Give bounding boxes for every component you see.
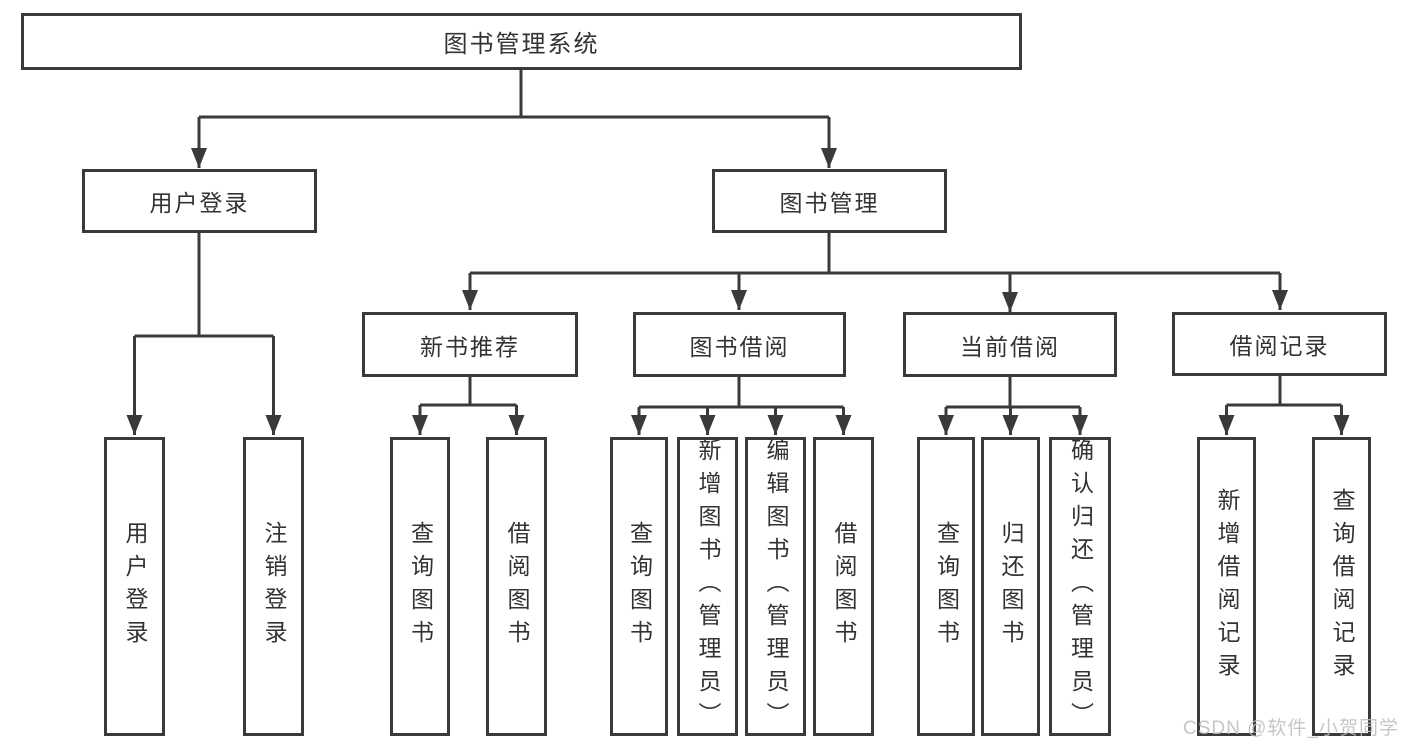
node-borrowing-records: 借阅记录: [1172, 312, 1387, 376]
leaf-current-confirm-return-admin: 确认归还（管理员）: [1049, 437, 1111, 736]
node-library-management-system: 图书管理系统: [21, 13, 1022, 70]
leaf-user-login: 用户登录: [104, 437, 165, 736]
leaf-borrowing-query-books: 查询图书: [610, 437, 668, 736]
leaf-records-query-record: 查询借阅记录: [1312, 437, 1371, 736]
node-current-borrowing: 当前借阅: [903, 312, 1117, 377]
node-new-book-recommend: 新书推荐: [362, 312, 578, 377]
leaf-borrowing-add-books-admin: 新增图书（管理员）: [677, 437, 738, 736]
node-book-borrowing: 图书借阅: [633, 312, 846, 377]
leaf-logout: 注销登录: [243, 437, 304, 736]
csdn-watermark: CSDN @软件_小贺同学: [1183, 718, 1399, 739]
node-book-management: 图书管理: [712, 169, 947, 233]
leaf-borrowing-borrow-books: 借阅图书: [813, 437, 874, 736]
leaf-borrowing-edit-books-admin: 编辑图书（管理员）: [745, 437, 806, 736]
node-user-login: 用户登录: [82, 169, 317, 233]
leaf-recommend-query-books: 查询图书: [390, 437, 450, 736]
leaf-current-query-books: 查询图书: [917, 437, 975, 736]
leaf-recommend-borrow-books: 借阅图书: [486, 437, 547, 736]
leaf-records-add-record: 新增借阅记录: [1197, 437, 1256, 736]
leaf-current-return-books: 归还图书: [981, 437, 1040, 736]
